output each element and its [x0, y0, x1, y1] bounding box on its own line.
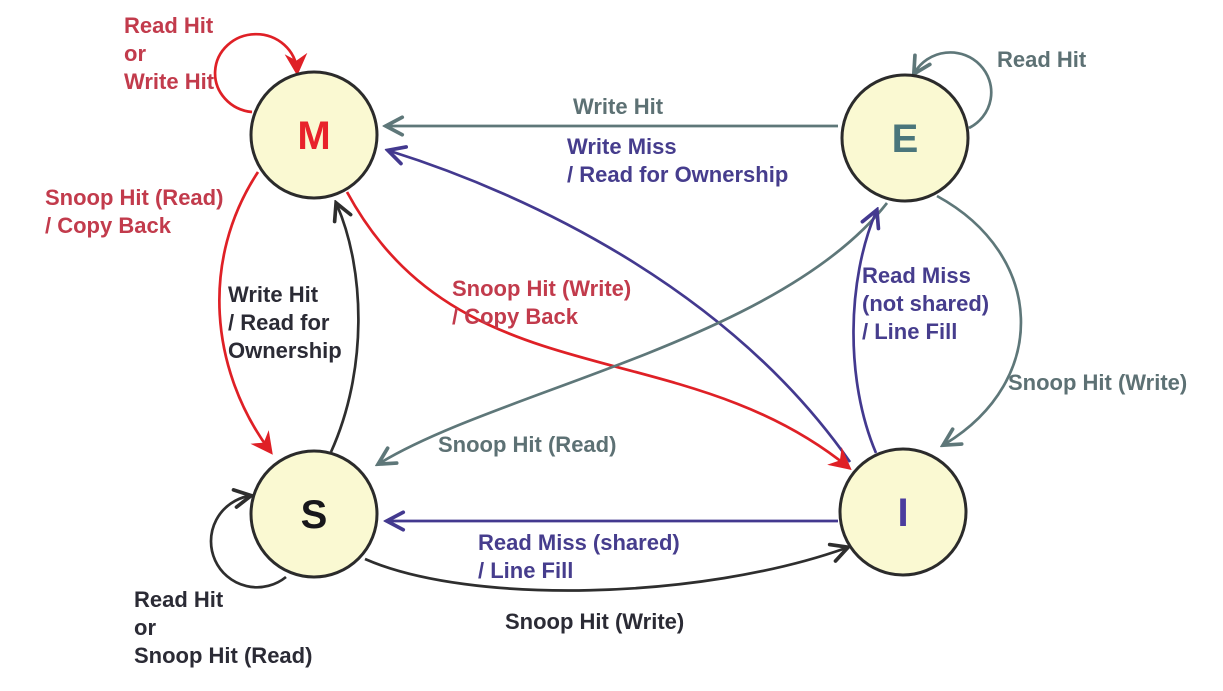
transition-m-to-i-arrow — [345, 191, 848, 467]
label-s-self: Read Hit or Snoop Hit (Read) — [134, 587, 313, 668]
transition-i-to-e-arrow — [852, 212, 876, 454]
state-label-s: S — [300, 493, 328, 537]
transition-m-to-s-arrow — [218, 171, 270, 451]
label-i-to-m: Write Miss / Read for Ownership — [567, 134, 789, 187]
transition-s-to-m-arrow — [329, 205, 360, 453]
label-e-to-i: Snoop Hit (Write) — [1008, 370, 1188, 395]
label-i-to-s: Read Miss (shared) / Line Fill — [478, 530, 680, 583]
state-label-i: I — [897, 491, 909, 535]
state-label-e: E — [891, 117, 919, 161]
transition-e-self-loop — [915, 51, 993, 130]
transition-i-to-m-arrow — [390, 151, 852, 463]
label-e-to-s: Snoop Hit (Read) — [438, 432, 617, 457]
label-m-self: Read Hit or Write Hit — [124, 13, 215, 94]
transition-s-to-i-arrow — [364, 548, 846, 592]
label-m-to-i: Snoop Hit (Write) / Copy Back — [452, 276, 632, 329]
transition-e-to-i-arrow — [936, 194, 1023, 444]
transition-s-self-loop — [209, 496, 287, 589]
transition-m-self-loop — [213, 32, 297, 114]
label-s-to-i: Snoop Hit (Write) — [505, 609, 685, 634]
state-node-shared — [249, 449, 379, 579]
label-e-self: Read Hit — [997, 47, 1087, 72]
state-node-exclusive — [840, 73, 970, 203]
label-i-to-e: Read Miss (not shared) / Line Fill — [862, 263, 990, 344]
state-node-modified — [249, 70, 379, 200]
state-label-m: M — [297, 114, 331, 158]
state-node-invalid — [838, 447, 968, 577]
transition-e-to-s-arrow — [380, 202, 889, 463]
label-s-to-m: Write Hit / Read for Ownership — [228, 282, 342, 363]
label-m-to-s: Snoop Hit (Read) / Copy Back — [45, 185, 224, 238]
label-e-to-m: Write Hit — [573, 94, 664, 119]
